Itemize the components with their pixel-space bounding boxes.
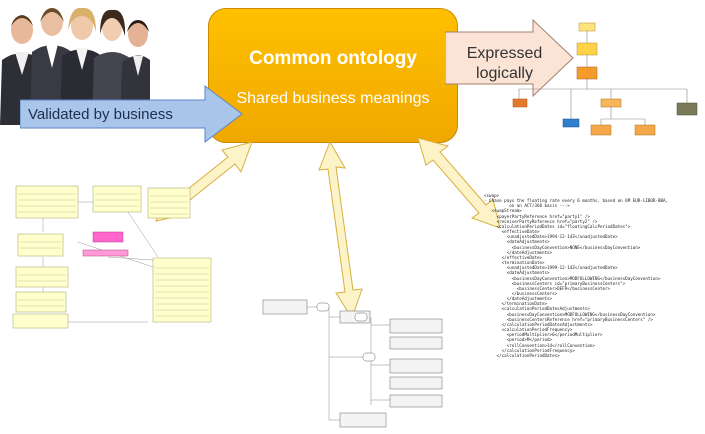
code-line: <calculationPeriodFrequency>: [484, 327, 573, 333]
code-line: </dateAdjustments>: [484, 249, 553, 255]
code-line: <rollConvention>14</rollConvention>: [484, 342, 595, 348]
tree-node: [562, 118, 580, 128]
code-line: <businessCentersReference href="primaryB…: [484, 316, 653, 322]
code-line: <terminationDate>: [484, 260, 545, 266]
uml-class-box-highlight: [82, 249, 129, 257]
code-line: - Chase pays the floating rate every 6 m…: [484, 198, 669, 204]
validated-arrow: [20, 84, 243, 144]
expressed-label: Expressed logically: [452, 44, 557, 84]
code-line: <dateAdjustments>: [484, 270, 550, 276]
tree-node: [512, 98, 528, 108]
code-line: </calculationPeriodDatesAdjustments>: [484, 321, 593, 327]
code-line: <swap>: [484, 193, 500, 198]
tree-node: [576, 42, 598, 56]
tree-node: [634, 124, 656, 136]
fpml-code-sample: <swap>- Chase pays the floating rate eve…: [484, 193, 705, 398]
uml-class-box: [17, 233, 64, 257]
code-line: <unadjustedDate>1994-12-14Z</unadjustedD…: [484, 234, 618, 240]
center-title: Common ontology: [249, 48, 417, 69]
code-line: <businessDayConvention>NONE</businessDay…: [484, 244, 641, 250]
schema-compositor: [362, 352, 376, 362]
code-line: </terminationDate>: [484, 301, 548, 307]
schema-node: [339, 412, 387, 428]
tree-node: [590, 124, 612, 136]
schema-node: [389, 358, 443, 374]
logical-ontology-diagram: [512, 22, 698, 136]
expressed-label-line-2: logically: [476, 65, 533, 82]
code-line: <periodMultiplier>6</periodMultiplier>: [484, 332, 603, 338]
code-line: <dateAdjustments>: [484, 239, 550, 245]
code-line: <effectiveDate>: [484, 229, 540, 235]
code-line: </calculationPeriodFrequency>: [484, 347, 575, 353]
code-line: <payerPartyReference href="party1" />: [484, 213, 590, 219]
uml-class-box: [15, 185, 79, 219]
uml-class-diagram: [12, 185, 212, 329]
uml-class-box: [12, 313, 69, 329]
uml-class-box-highlight: [92, 231, 124, 243]
xml-schema-diagram: [262, 299, 443, 428]
code-line: <calculationPeriodDates id="floatingCalc…: [484, 223, 631, 229]
code-line: <businessDayConvention>MODFOLLOWING</bus…: [484, 311, 656, 317]
code-line: on an ACT/360 basis --->: [484, 203, 570, 209]
schema-node: [389, 394, 443, 408]
uml-class-box: [15, 266, 69, 288]
tree-node: [600, 98, 622, 108]
center-subtitle: Shared business meanings: [236, 90, 430, 107]
validated-label: Validated by business: [28, 106, 173, 123]
schema-node: [262, 299, 308, 315]
code-line: </calculationPeriodDates>: [484, 352, 560, 358]
tree-node: [578, 22, 596, 32]
code-line: <unadjustedDate>1999-12-14Z</unadjustedD…: [484, 265, 618, 271]
uml-class-box: [92, 185, 142, 213]
expressed-label-line-1: Expressed: [466, 45, 543, 62]
code-line: <receiverPartyReference href="party2" />: [484, 218, 598, 224]
common-ontology-box: [208, 8, 458, 143]
code-line: </businessCenters>: [484, 290, 558, 296]
schema-node: [389, 336, 443, 350]
uml-class-box: [15, 291, 67, 313]
code-line: <period>M</period>: [484, 337, 553, 343]
double-arrow-middle: [318, 140, 363, 320]
schema-compositor: [316, 302, 330, 312]
code-line: <businessCenters id="primaryBusinessCent…: [484, 280, 626, 286]
code-line: <calculationPeriodDatesAdjustments>: [484, 306, 590, 312]
code-line: <swapStream>: [484, 208, 522, 214]
schema-compositor: [354, 312, 368, 322]
code-line: </dateAdjustments>: [484, 296, 553, 302]
tree-node: [576, 66, 598, 80]
code-line: </effectiveDate>: [484, 254, 542, 260]
uml-class-box: [152, 257, 212, 323]
code-line: <businessDayConvention>MODFOLLOWING</bus…: [484, 275, 661, 281]
expressed-arrow: [445, 18, 574, 98]
uml-class-box: [147, 187, 191, 219]
schema-node: [389, 376, 443, 390]
tree-node: [676, 102, 698, 116]
code-line: <businessCenter>DEFR</businessCenter>: [484, 285, 611, 291]
schema-node: [389, 318, 443, 334]
